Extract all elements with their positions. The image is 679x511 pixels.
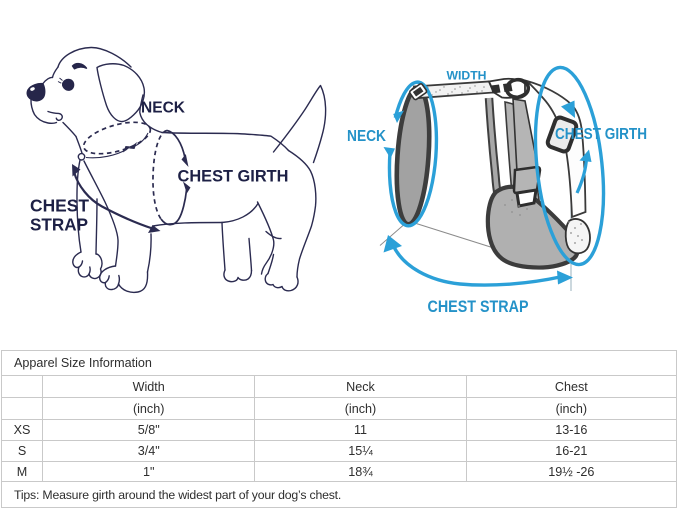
svg-text:CHEST GIRTH: CHEST GIRTH <box>555 126 647 143</box>
svg-text:CHEST STRAP: CHEST STRAP <box>428 297 529 316</box>
svg-text:WIDTH: WIDTH <box>447 71 487 83</box>
svg-text:STRAP: STRAP <box>30 215 88 235</box>
svg-text:NECK: NECK <box>141 100 185 117</box>
svg-text:CHEST: CHEST <box>30 196 89 216</box>
svg-text:CHEST GIRTH: CHEST GIRTH <box>178 167 289 186</box>
svg-text:NECK: NECK <box>347 128 386 145</box>
